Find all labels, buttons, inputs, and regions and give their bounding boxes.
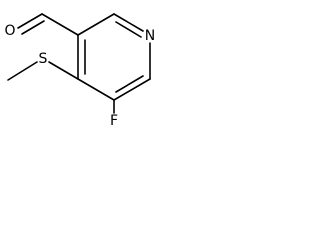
double-bond-c2-n1 (115, 21, 142, 38)
fluorine-label: F (110, 113, 118, 129)
sulfur-label: S (39, 51, 48, 67)
bond-s-ch3 (7, 61, 38, 81)
bond-cho-o-2 (21, 20, 45, 35)
bond-c3-c2 (77, 13, 115, 36)
bond-c5-c4 (77, 78, 115, 101)
bond-c4-s (48, 61, 79, 80)
aldehyde-oxygen-label: O (4, 23, 15, 39)
ring-nitrogen-label: N (145, 28, 155, 44)
double-bond-c6-c5 (115, 75, 144, 93)
bond-cho-o-1 (17, 13, 43, 29)
structure-canvas: O N S F (0, 0, 157, 132)
bond-c6-c5 (113, 78, 151, 101)
bond-c2-n1 (113, 13, 144, 32)
bond-c3-cho (41, 13, 79, 36)
molecule-drawing: O N S F (4, 13, 155, 129)
